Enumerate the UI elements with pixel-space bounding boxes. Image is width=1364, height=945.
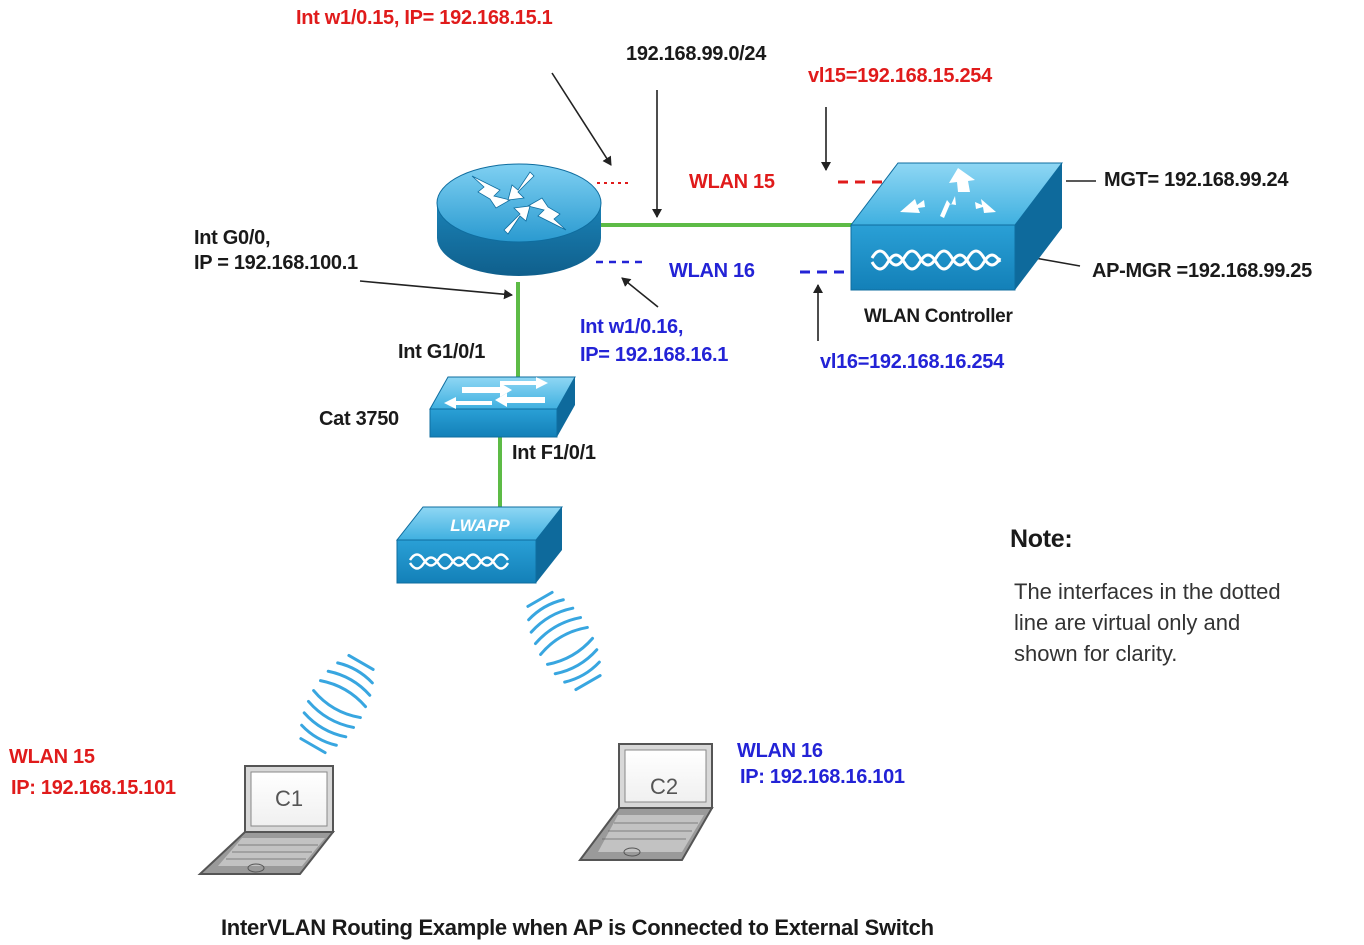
- w1-016-label-line1: Int w1/0.16,: [580, 316, 684, 338]
- laptop-c2-name: C2: [650, 774, 678, 799]
- note-line-2: line are virtual only and: [1014, 610, 1241, 635]
- router-w1-015-label: Int w1/0.15, IP= 192.168.15.1: [296, 7, 553, 29]
- note-title: Note:: [1010, 525, 1073, 553]
- diagram-caption: InterVLAN Routing Example when AP is Con…: [221, 915, 934, 940]
- c1-ip-label: IP: 192.168.15.101: [11, 777, 176, 799]
- note-line-3: shown for clarity.: [1014, 641, 1178, 666]
- g00-label-line1: Int G0/0,: [194, 227, 271, 249]
- pointer-arrows: [359, 72, 1096, 341]
- virtual-interfaces: [596, 180, 893, 274]
- wlc-name-label: WLAN Controller: [864, 306, 1013, 327]
- c2-wlan-label: WLAN 16: [737, 740, 823, 762]
- wlan16-mid-label: WLAN 16: [669, 260, 755, 282]
- g101-label: Int G1/0/1: [398, 341, 486, 363]
- subnet-99-label: 192.168.99.0/24: [626, 43, 767, 65]
- wireless-signal-icon: [299, 590, 602, 755]
- physical-links: [498, 223, 852, 520]
- laptop-icon: C1: [197, 765, 336, 875]
- signal-to-c1: [299, 653, 375, 755]
- laptop-icon: C2: [578, 743, 714, 861]
- arrow-g00: [359, 280, 513, 300]
- arrow-w1-016: [621, 277, 659, 308]
- wlan15-mid-label: WLAN 15: [689, 171, 775, 193]
- c2-ip-label: IP: 192.168.16.101: [740, 766, 905, 788]
- ap-lwapp-label: LWAPP: [450, 516, 510, 535]
- mgt-label: MGT= 192.168.99.24: [1104, 169, 1289, 191]
- g00-label-line2: IP = 192.168.100.1: [194, 252, 358, 274]
- switch-icon: [429, 376, 576, 438]
- vl16-label: vl16=192.168.16.254: [820, 351, 1004, 373]
- laptop-c1-name: C1: [275, 786, 303, 811]
- signal-to-c2: [526, 590, 602, 692]
- c1-wlan-label: WLAN 15: [9, 746, 95, 768]
- access-point-icon: LWAPP: [395, 506, 564, 584]
- vl15-label: vl15=192.168.15.254: [808, 65, 992, 87]
- router-icon: [436, 163, 602, 276]
- wlan-controller-icon: [849, 162, 1064, 291]
- cat3750-label: Cat 3750: [319, 408, 399, 430]
- f101-label: Int F1/0/1: [512, 442, 596, 464]
- ap-mgr-label: AP-MGR =192.168.99.25: [1092, 260, 1312, 282]
- arrow-w1-015: [551, 72, 612, 166]
- note-line-1: The interfaces in the dotted: [1014, 579, 1281, 604]
- w1-016-label-line2: IP= 192.168.16.1: [580, 344, 729, 366]
